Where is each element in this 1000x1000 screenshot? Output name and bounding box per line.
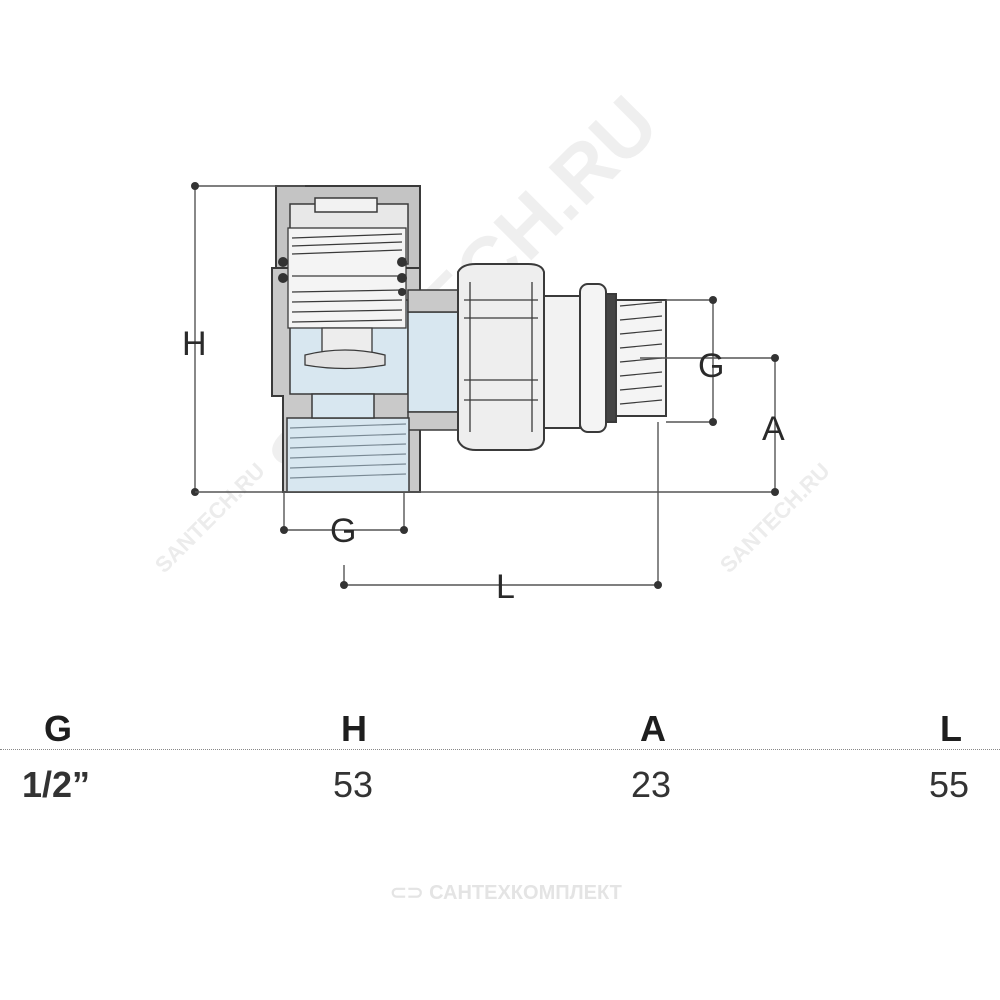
label-G-right: G bbox=[698, 347, 724, 385]
watermark-footer: ⊂⊃ САНТЕХКОМПЛЕКТ bbox=[390, 880, 622, 905]
union-nut bbox=[457, 263, 545, 451]
table-separator bbox=[0, 749, 1000, 750]
label-L: L bbox=[496, 568, 515, 606]
stem-threads bbox=[287, 227, 407, 370]
table-header-H: H bbox=[341, 708, 367, 749]
table-value-L: 55 bbox=[929, 764, 970, 805]
footer-text: САНТЕХКОМПЛЕКТ bbox=[429, 882, 622, 904]
dimension-lines bbox=[191, 182, 779, 589]
o-rings bbox=[278, 257, 407, 296]
table-value-A: 23 bbox=[631, 764, 672, 805]
table-header-A: A bbox=[640, 708, 666, 749]
label-G-bottom: G bbox=[330, 512, 356, 550]
table-header-G: G bbox=[44, 708, 73, 749]
label-A: A bbox=[762, 410, 785, 448]
dimensions-table: G H A L 1/2” 53 23 55 bbox=[0, 700, 1000, 810]
footer-logo-icon: ⊂⊃ bbox=[390, 882, 430, 904]
table-value-G: 1/2” bbox=[22, 764, 91, 805]
label-H: H bbox=[182, 325, 207, 363]
lower-port-threads bbox=[289, 423, 407, 479]
table-value-H: 53 bbox=[333, 764, 374, 805]
table-header-L: L bbox=[940, 708, 962, 749]
